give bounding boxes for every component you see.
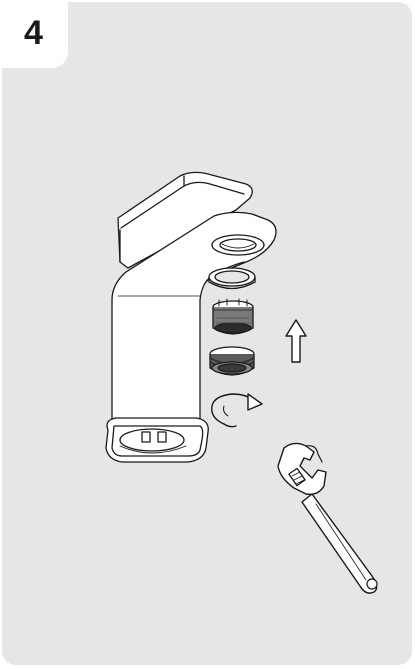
aerator-insert-icon — [213, 299, 253, 334]
rotate-arrow-icon — [212, 394, 262, 427]
adjustable-wrench-icon — [278, 443, 377, 593]
washer-ring-icon — [209, 268, 255, 289]
arrow-up-icon — [286, 320, 306, 362]
aerator-housing-icon — [210, 347, 254, 375]
